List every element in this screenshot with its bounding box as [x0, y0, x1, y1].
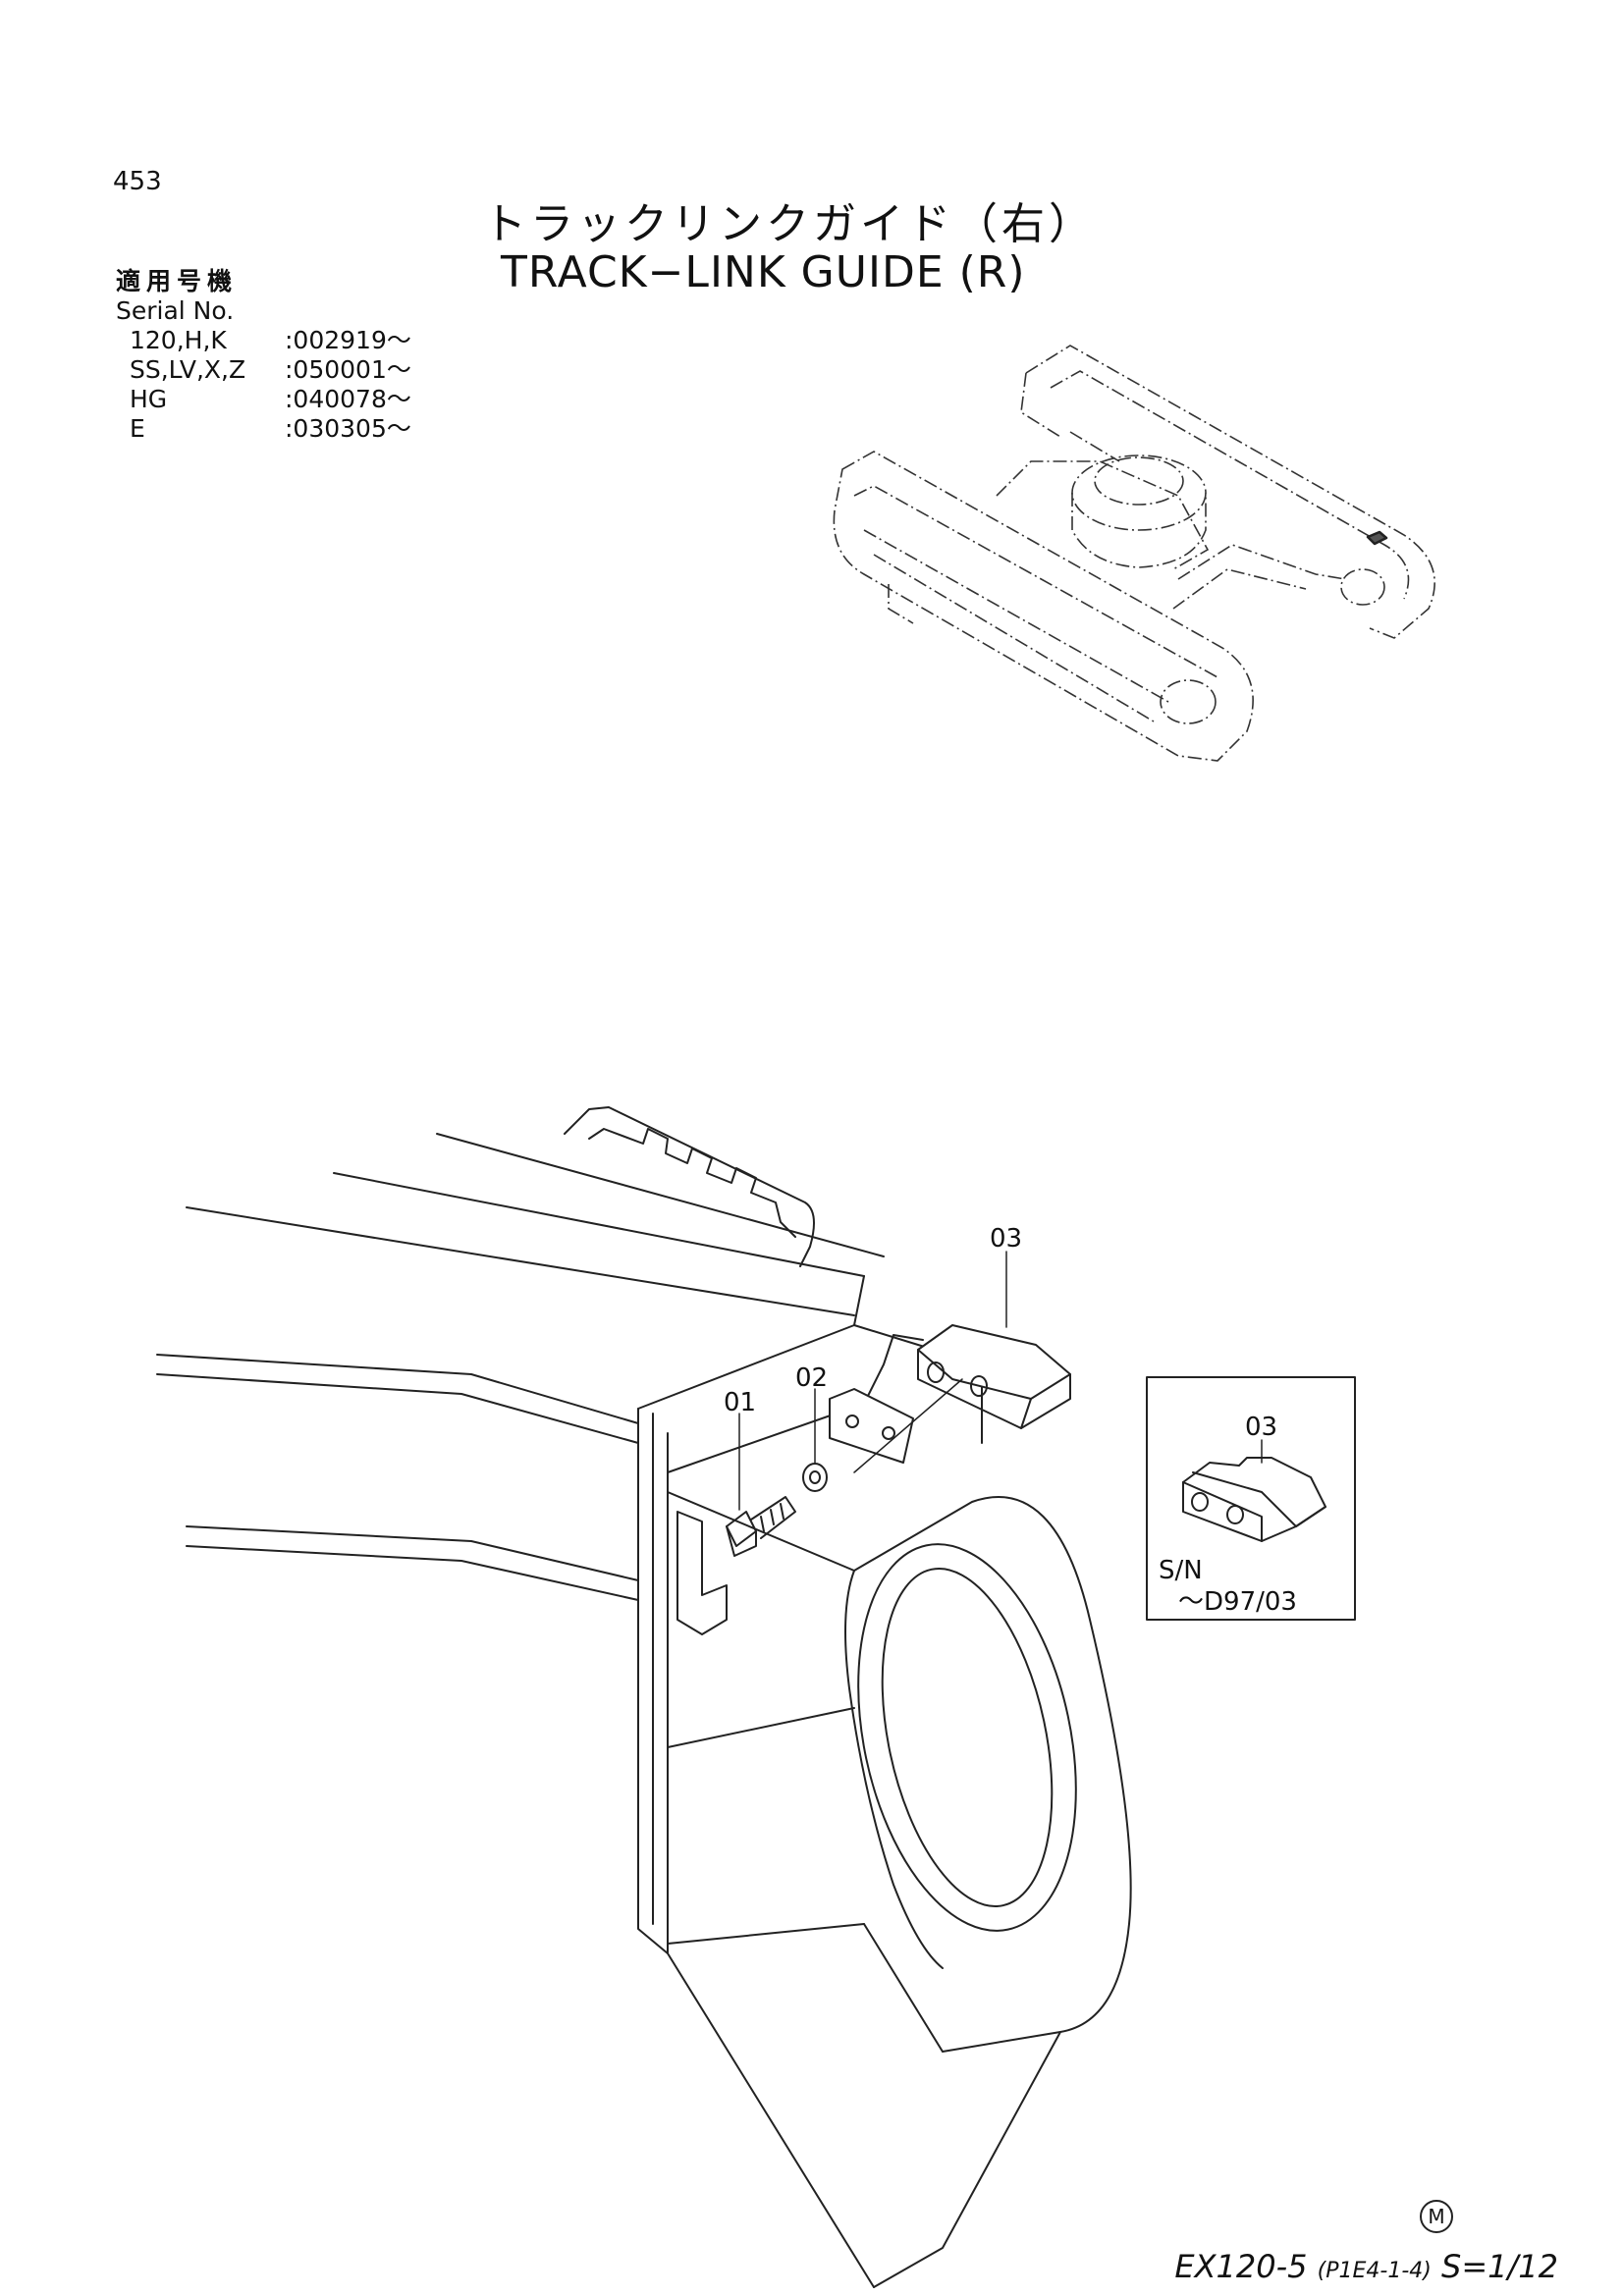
part-01-bolt [726, 1496, 796, 1557]
serial-value: :050001〜 [285, 355, 411, 384]
serial-row: 120,H,K :002919〜 [130, 326, 411, 355]
footer-reference: EX120-5 (P1E4-1-4) S=1/12 [1174, 2248, 1558, 2285]
serial-model: E [130, 414, 145, 443]
inset-old-part: 03 S/N 〜D97/03 [1146, 1376, 1356, 1621]
serial-row: E :030305〜 [130, 414, 411, 444]
title-japanese: トラックリンクガイド（右） [483, 199, 1096, 249]
callout-02: 02 [795, 1363, 828, 1393]
part-02-shim-plate [802, 1388, 914, 1492]
serial-row: SS,LV,X,Z :050001〜 [130, 355, 411, 385]
serial-table: 120,H,K :002919〜 SS,LV,X,Z :050001〜 HG :040… [130, 326, 411, 444]
serial-value: :040078〜 [285, 385, 411, 413]
callout-01: 01 [724, 1388, 756, 1417]
mark-symbol: M [1420, 2200, 1453, 2233]
serial-value: :002919〜 [285, 326, 411, 354]
part-03-track-guide [917, 1324, 1071, 1429]
serial-heading-japanese: 適用号機 [116, 267, 239, 295]
serial-heading: Serial No. [116, 296, 235, 325]
footer-scale: S=1/12 [1441, 2248, 1558, 2285]
inset-callout-03: 03 [1245, 1413, 1277, 1442]
footer-model: EX120-5 [1174, 2248, 1308, 2285]
callout-03: 03 [990, 1224, 1022, 1254]
serial-model: SS,LV,X,Z [130, 355, 246, 384]
serial-model: HG [130, 385, 168, 413]
footer-code: (P1E4-1-4) [1317, 2259, 1432, 2283]
undercarriage-overview [833, 345, 1435, 762]
inset-sn-value: 〜D97/03 [1178, 1587, 1297, 1617]
track-frame-main-view [156, 1106, 1132, 2288]
serial-value: :030305〜 [285, 414, 411, 443]
page-number: 453 [113, 167, 162, 196]
serial-model: 120,H,K [130, 326, 227, 354]
serial-number-block: 適用号機 Serial No. 120,H,K :002919〜 SS,LV,X,… [116, 267, 411, 444]
title-english: TRACK−LINK GUIDE (R) [501, 247, 1026, 297]
inset-sn-label: S/N [1159, 1556, 1203, 1585]
serial-row: HG :040078〜 [130, 385, 411, 414]
